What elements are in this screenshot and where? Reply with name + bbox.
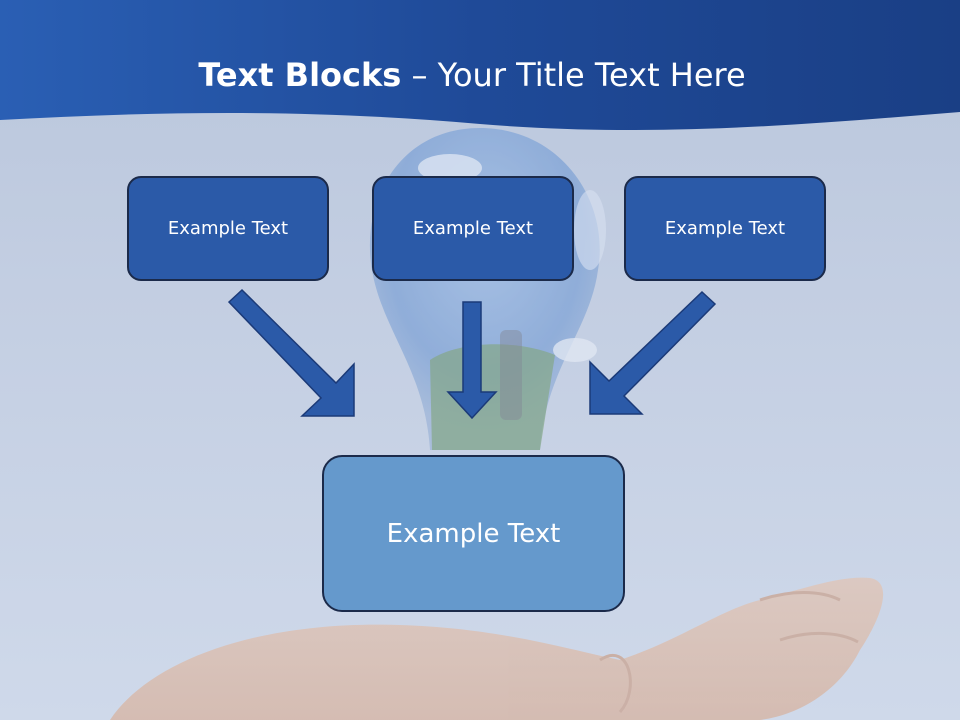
text-block-right[interactable]: Example Text <box>624 176 826 281</box>
text-block-bottom-label: Example Text <box>386 518 561 549</box>
text-block-center-label: Example Text <box>412 218 534 239</box>
title-bold: Text Blocks <box>198 56 402 94</box>
slide-title: Text Blocks – Your Title Text Here <box>0 56 944 94</box>
title-rest: Your Title Text Here <box>437 56 746 94</box>
text-block-center[interactable]: Example Text <box>372 176 574 281</box>
text-block-left-label: Example Text <box>167 218 289 239</box>
arrow-center-icon <box>446 301 498 420</box>
text-block-bottom[interactable]: Example Text <box>322 455 625 612</box>
title-dash: – <box>411 56 428 94</box>
hand-icon <box>110 577 884 720</box>
text-block-left[interactable]: Example Text <box>127 176 329 281</box>
arrow-left-icon <box>227 288 355 417</box>
header-band <box>0 0 960 131</box>
text-block-right-label: Example Text <box>664 218 786 239</box>
arrow-right-icon <box>589 290 717 415</box>
